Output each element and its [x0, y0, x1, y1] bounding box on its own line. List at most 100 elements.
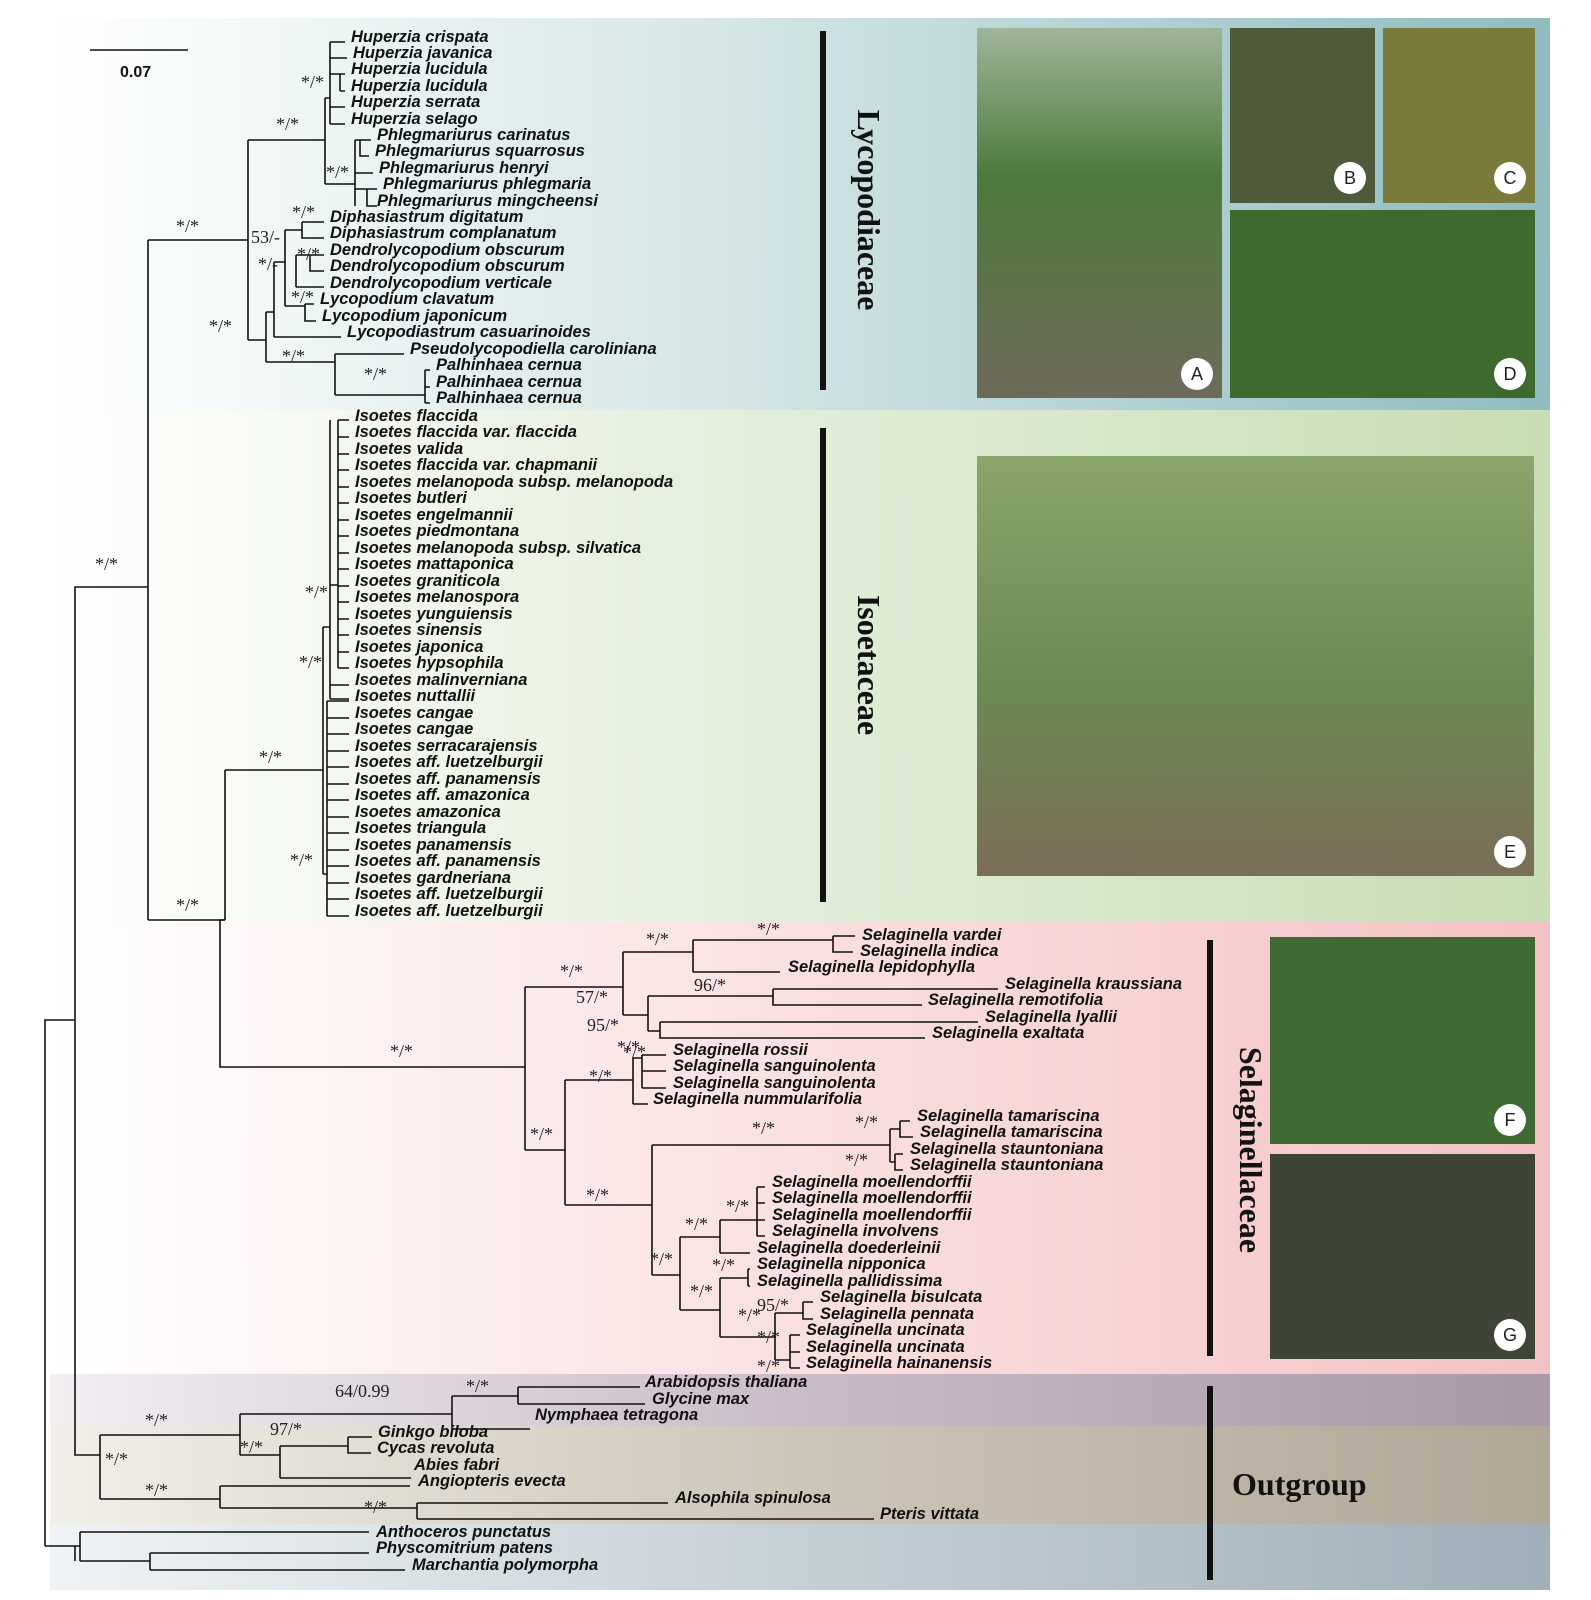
support-value: */* [105, 1449, 128, 1469]
taxon-label: Anthoceros punctatus [375, 1523, 551, 1541]
photo-letter-badge [1494, 358, 1526, 390]
taxon-label: Pteris vittata [880, 1505, 979, 1523]
taxon-label: Selaginella moellendorffii [772, 1189, 972, 1207]
photo-letter-badge [1494, 836, 1526, 868]
support-value: */* [690, 1281, 713, 1301]
support-value: */* [855, 1112, 878, 1132]
taxon-label: Selaginella tamariscina [920, 1123, 1103, 1141]
taxon-label: Huperzia javanica [353, 44, 492, 62]
tree-branch [774, 1312, 803, 1361]
taxon-label: Isoetes triangula [355, 819, 486, 837]
taxon-label: Nymphaea tetragona [535, 1406, 698, 1424]
tree-branch [651, 1144, 890, 1276]
taxon-label: Selaginella bisulcata [820, 1288, 982, 1306]
family-label: Outgroup [1232, 1466, 1367, 1502]
tree-branch [149, 1552, 405, 1571]
tree-branch [74, 1531, 369, 1562]
taxon-label: Isoetes melanopoda subsp. silvatica [355, 539, 641, 557]
taxon-label: Isoetes graniticola [355, 572, 500, 590]
tree-branch [772, 988, 998, 1006]
taxon-label: Diphasiastrum complanatum [330, 224, 556, 242]
tree-branch [894, 1120, 913, 1171]
support-value: */* [276, 114, 299, 134]
taxon-label: Isoetes melanospora [355, 588, 519, 606]
tree-branch [273, 261, 341, 338]
taxon-label: Isoetes aff. panamensis [355, 770, 541, 788]
tree-branch [719, 1219, 757, 1254]
photo-e [977, 456, 1534, 876]
taxon-label: Selaginella hainanensis [806, 1354, 992, 1372]
tree-branch [279, 1445, 411, 1479]
tree-branch [296, 303, 316, 322]
taxon-label: Phlegmariurus mingcheensi [377, 192, 598, 210]
tree-branch [354, 139, 377, 207]
support-value: 96/* [694, 975, 726, 995]
support-value: */* [305, 582, 328, 602]
photo-letter: C [1504, 168, 1517, 188]
support-value: */* [845, 1150, 868, 1170]
taxon-label: Physcomitrium patens [376, 1539, 553, 1557]
taxon-label: Isoetes gardneriana [355, 869, 511, 887]
tree-branch [416, 1502, 874, 1520]
taxon-label: Selaginella involvens [772, 1222, 939, 1240]
support-value: */* [176, 895, 199, 915]
taxon-label: Huperzia selago [351, 110, 478, 128]
support-value: 57/* [576, 987, 608, 1007]
scale-bar-label: 0.07 [120, 64, 151, 81]
tree-branch [756, 1186, 765, 1237]
taxon-label: Isoetes aff. panamensis [355, 852, 541, 870]
support-value: */* [617, 1037, 640, 1057]
taxon-label: Lycopodium japonicum [322, 307, 507, 325]
taxon-label: Isoetes sinensis [355, 621, 482, 639]
support-value: */* [176, 216, 199, 236]
tree-branch [220, 769, 323, 921]
taxon-label: Dendrolycopodium obscurum [330, 241, 565, 259]
support-value: */* [646, 929, 669, 949]
tree-branch [564, 1079, 652, 1206]
tree-branch [832, 935, 855, 953]
taxon-label: Lycopodium clavatum [320, 290, 494, 308]
tree-branch [789, 1334, 800, 1369]
photo-letter: F [1505, 1110, 1516, 1130]
taxon-label: Isoetes cangae [355, 704, 473, 722]
support-value: 97/* [270, 1419, 302, 1439]
tree-branch [329, 41, 347, 125]
support-value: */* [757, 1356, 780, 1376]
taxon-label: Isoetes serracarajensis [355, 737, 538, 755]
support-value: 95/* [587, 1015, 619, 1035]
taxon-label: Lycopodiastrum casuarinoides [347, 323, 591, 341]
support-value: */* [726, 1196, 749, 1216]
family-label: Isoetaceae [851, 595, 887, 735]
family-labels: LycopodiaceaeIsoetaceaeSelaginellaceaeOu… [851, 110, 1367, 1502]
taxon-label: Selaginella sanguinolenta [673, 1057, 876, 1075]
tree-branch [334, 353, 430, 404]
support-value: */* [145, 1480, 168, 1500]
photo-a [977, 28, 1222, 398]
taxon-label: Isoetes piedmontana [355, 522, 519, 540]
support-value: */* [586, 1185, 609, 1205]
tree-branch [622, 951, 693, 1016]
support-value: */* [301, 72, 324, 92]
taxon-label: Abies fabri [413, 1456, 500, 1474]
taxon-label: Cycas revoluta [377, 1439, 494, 1457]
taxon-label: Arabidopsis thaliana [644, 1373, 807, 1391]
photo-letter-badge [1494, 1319, 1526, 1351]
taxon-label: Isoetes flaccida var. chapmanii [355, 456, 598, 474]
taxon-label: Isoetes flaccida [355, 407, 478, 425]
taxon-label: Selaginella nummularifolia [653, 1090, 862, 1108]
tree-branch [295, 254, 310, 288]
taxon-label: Huperzia serrata [351, 93, 480, 111]
family-bars [820, 31, 1213, 1580]
support-value: */* [738, 1305, 761, 1325]
tree-branch [719, 1277, 775, 1338]
tree-branch [147, 239, 248, 921]
tree-branch [679, 1236, 720, 1311]
photo-letter: G [1503, 1325, 1517, 1345]
family-label: Selaginellaceae [1233, 1047, 1269, 1253]
taxon-label: Isoetes aff. amazonica [355, 786, 530, 804]
taxon-label: Isoetes cangae [355, 720, 473, 738]
photo-letter-badge [1494, 162, 1526, 194]
photo-letter: B [1344, 168, 1356, 188]
family-label: Lycopodiaceae [851, 110, 887, 311]
